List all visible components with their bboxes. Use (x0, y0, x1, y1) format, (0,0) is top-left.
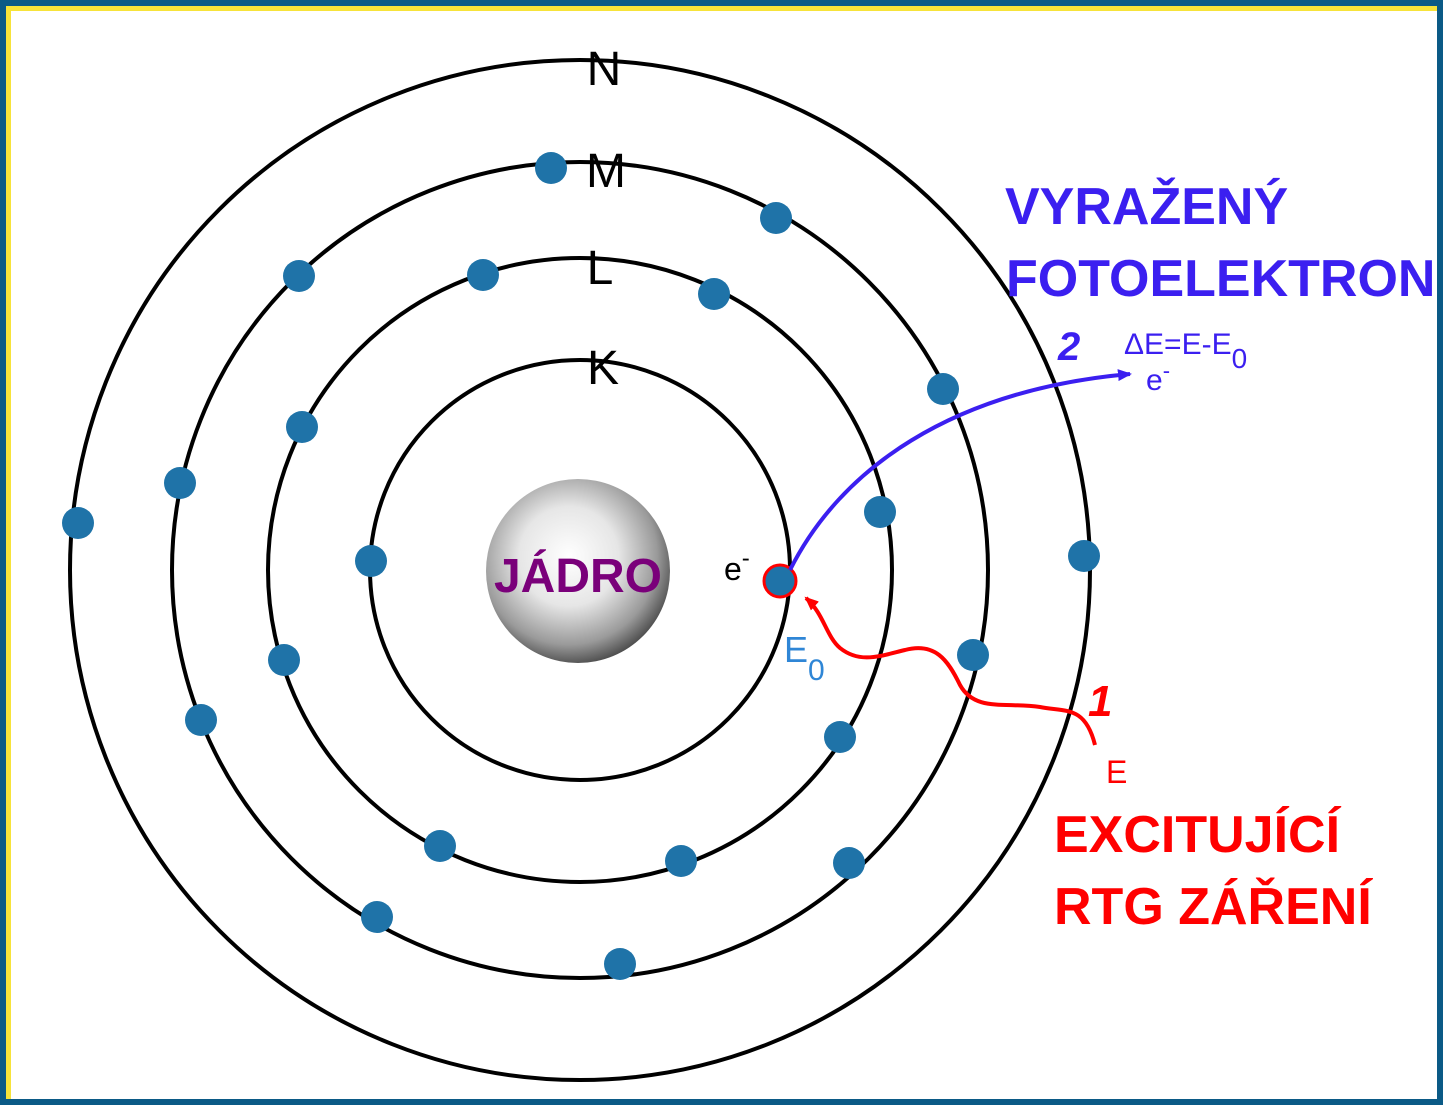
shell-label-n: N (587, 43, 622, 96)
electron-m-shell (927, 373, 959, 405)
ejected-k-electron (762, 563, 798, 599)
nucleus-label: JÁDRO (494, 549, 662, 603)
electron-m-shell (535, 152, 567, 184)
electron-m-shell (604, 948, 636, 980)
photoelectron-step-number: 2 (1057, 325, 1080, 369)
electron-l-shell (864, 496, 896, 528)
electron-label: e- (724, 545, 750, 587)
electron-m-shell (185, 704, 217, 736)
shell-label-k: K (587, 342, 619, 395)
electron-l-shell (268, 644, 300, 676)
electron-m-shell (361, 901, 393, 933)
canvas-background (11, 11, 1437, 1099)
electron-l-shell (698, 278, 730, 310)
e0-label-sub: 0 (808, 654, 825, 687)
electron-l-shell (467, 259, 499, 291)
electron-m-shell (824, 721, 856, 753)
electron-n-shell (62, 507, 94, 539)
formula-delta: ΔE=E-E (1124, 328, 1232, 361)
electrons (62, 152, 1100, 980)
electron-l-shell (355, 545, 387, 577)
shell-label-m: M (586, 145, 626, 198)
electron-m-shell (760, 202, 792, 234)
photoelectron-e-sup: - (1163, 358, 1170, 383)
photoelectron-energy-formula: ΔE=E-E0 (1124, 328, 1247, 374)
electron-n-shell (1068, 540, 1100, 572)
electron-l-shell (665, 845, 697, 877)
photoelectron-electron-symbol: e- (1146, 358, 1170, 397)
electron-m-shell (164, 467, 196, 499)
electron-m-shell (957, 639, 989, 671)
orbit-l (266, 256, 894, 884)
e0-label: E0 (784, 629, 825, 687)
electron-label-base: e (724, 551, 742, 587)
xray-title-line1: EXCITUJÍCÍ (1054, 806, 1342, 864)
photoelectron-title-line2: FOTOELEKTRON (1006, 250, 1435, 308)
photoelectron-trajectory (788, 369, 1132, 571)
electron-n-shell (833, 847, 865, 879)
xray-title-line2: RTG ZÁŘENÍ (1054, 877, 1373, 936)
xray-wave (804, 596, 1097, 746)
photoelectron-e-base: e (1146, 364, 1163, 397)
photoelectron-title-line1: VYRAŽENÝ (1005, 177, 1288, 236)
electron-label-sup: - (742, 545, 750, 572)
xray-step-number: 1 (1088, 677, 1112, 726)
e0-label-base: E (784, 629, 808, 670)
formula-subscript: 0 (1232, 343, 1248, 374)
electron-m-shell (283, 260, 315, 292)
electron-l-shell (286, 411, 318, 443)
electron-l-shell (424, 830, 456, 862)
orbit-m (170, 160, 990, 980)
shell-label-l: L (587, 242, 614, 295)
xray-energy-label: E (1106, 754, 1127, 790)
nucleus (486, 479, 670, 663)
